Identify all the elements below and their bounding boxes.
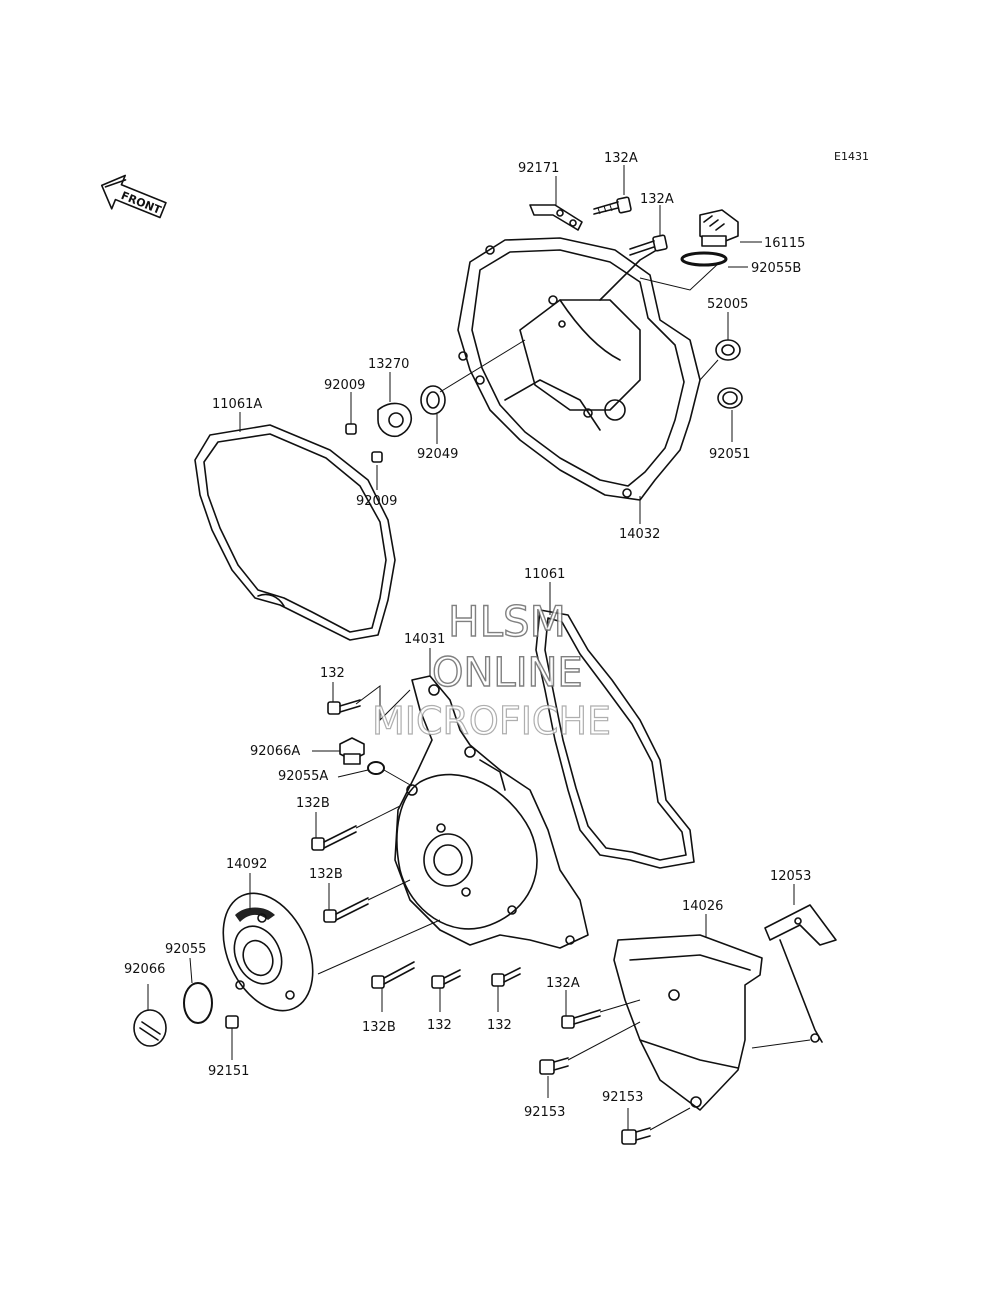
watermark-line-3: MICROFICHE [372, 699, 611, 743]
watermark-line-2: ONLINE [432, 650, 583, 696]
o-ring-92055a [367, 761, 385, 775]
cap-92066 [133, 1009, 167, 1047]
part-label: 14092 [226, 857, 267, 872]
part-label: 92051 [709, 447, 750, 462]
part-label: 132B [362, 1020, 396, 1035]
part-label: 14026 [682, 899, 723, 914]
part-label: 92151 [208, 1064, 249, 1079]
clutch-cover-14032 [457, 237, 701, 501]
bolt-132a-1 [593, 196, 632, 215]
part-label: 11061A [212, 397, 262, 412]
bracket-12053 [764, 904, 837, 1043]
o-ring-92055b [680, 251, 728, 267]
bolt-132-upper [327, 699, 361, 715]
screw-92009-1 [345, 423, 357, 435]
bolt-132b-3 [371, 961, 415, 989]
part-label: 92153 [524, 1105, 565, 1120]
bolt-92153-2 [621, 1127, 651, 1145]
part-label: 12053 [770, 869, 811, 884]
part-label: 92066 [124, 962, 165, 977]
cover-14092 [222, 892, 314, 1012]
oil-seal-92051 [717, 387, 743, 409]
part-label: 14032 [619, 527, 660, 542]
part-label: 132 [320, 666, 345, 681]
bracket-92171 [529, 204, 583, 231]
watermark-line-1: HLSM [448, 597, 566, 646]
part-label: 132 [427, 1018, 452, 1033]
bolt-132b-1 [311, 825, 357, 851]
screw-92151 [225, 1015, 239, 1029]
part-label: 92066A [250, 744, 300, 759]
front-arrow-icon: FRONT [100, 174, 167, 219]
oil-seal-92049 [420, 385, 446, 415]
bolt-132b-2 [323, 897, 369, 923]
part-label: 132B [296, 796, 330, 811]
part-label: 52005 [707, 297, 748, 312]
part-label: 132B [309, 867, 343, 882]
oil-filler-cap-16115 [699, 209, 739, 247]
bolt-132-lower-2 [491, 967, 521, 987]
part-label: 132A [546, 976, 580, 991]
part-label: 92055 [165, 942, 206, 957]
gasket-11061a [194, 424, 396, 641]
leader-lines [147, 165, 811, 1131]
oil-seal-52005 [715, 339, 741, 361]
part-label: 11061 [524, 567, 565, 582]
part-label: 13270 [368, 357, 409, 372]
part-label: 92055B [751, 261, 801, 276]
part-label: 92171 [518, 161, 559, 176]
screw-92009-2 [371, 451, 383, 463]
part-label: 92055A [278, 769, 328, 784]
plate-13270 [377, 402, 413, 438]
bolt-132-lower-1 [431, 969, 461, 989]
part-labels: 92171 132A 132A 16115 92055B 52005 92051… [124, 151, 811, 1120]
part-label: 92049 [417, 447, 458, 462]
part-label: 92009 [324, 378, 365, 393]
part-label: 132A [640, 192, 674, 207]
diagram-code: E1431 [834, 150, 869, 163]
part-label: 132A [604, 151, 638, 166]
part-label: 92009 [356, 494, 397, 509]
o-ring-92055 [183, 982, 213, 1024]
bolt-92153-1 [539, 1057, 569, 1075]
part-label: 92153 [602, 1090, 643, 1105]
part-label: 132 [487, 1018, 512, 1033]
bolt-132a-2 [629, 234, 668, 256]
watermark: HLSM ONLINE MICROFICHE [371, 596, 611, 743]
gasket-11061 [535, 609, 695, 869]
oil-plug-92066a [339, 737, 365, 765]
sprocket-cover-14026 [613, 934, 763, 1111]
part-label: 16115 [764, 236, 805, 251]
bolt-132a-3 [561, 1009, 601, 1029]
part-label: 14031 [404, 632, 445, 647]
generator-cover-14031 [394, 675, 589, 949]
